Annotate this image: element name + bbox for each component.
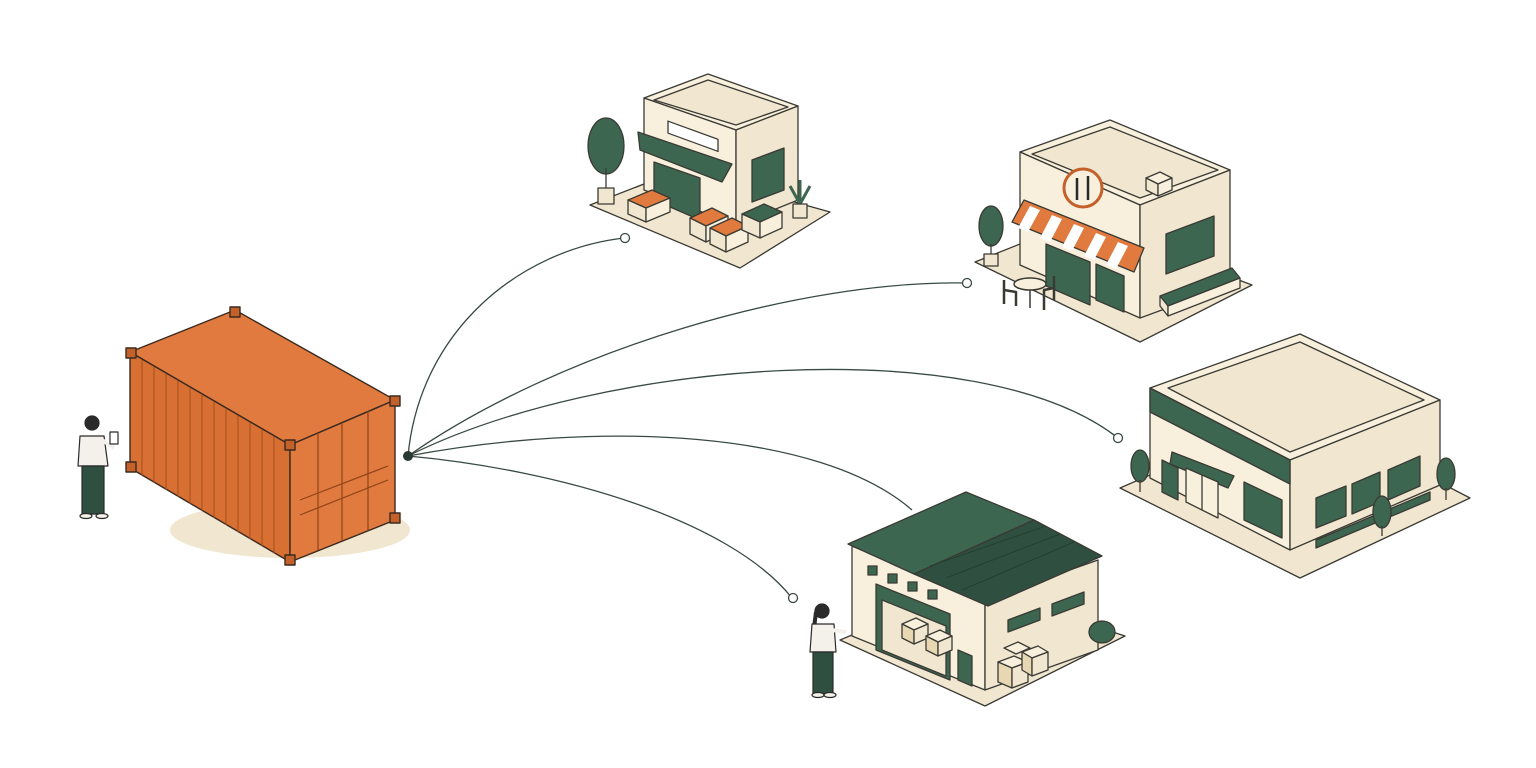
hub-node	[403, 451, 413, 461]
retail-store	[1119, 333, 1471, 579]
connection-lines	[407, 237, 1119, 599]
market-window	[751, 147, 785, 203]
retail-awning	[1169, 451, 1235, 489]
endpoint-retail	[1112, 432, 1124, 444]
worker-head	[84, 415, 100, 431]
retail-tree-right	[1436, 457, 1456, 500]
retail-front-band	[1149, 387, 1291, 485]
retail-window-left	[1161, 459, 1179, 501]
worker-with-tablet	[77, 415, 119, 520]
market-plant	[788, 180, 812, 219]
roof-seams	[929, 525, 1075, 591]
worker2-arm	[831, 628, 847, 634]
restaurant-tree	[978, 205, 1004, 267]
warehouse-vents	[867, 565, 938, 600]
warehouse	[839, 491, 1126, 707]
warehouse-roof-side	[913, 519, 1103, 607]
corner-castings	[125, 306, 401, 566]
worker2-torso	[809, 623, 837, 653]
retail-window-front	[1243, 481, 1283, 539]
stacked-boxes	[997, 641, 1049, 689]
patio-table	[1002, 276, 1056, 310]
endpoint-warehouse	[787, 592, 799, 604]
shipping-container	[125, 306, 410, 566]
produce-market	[587, 73, 831, 269]
endpoint-nodes	[619, 232, 1124, 604]
retail-side-windows	[1315, 455, 1421, 529]
restaurant-side-window	[1165, 215, 1215, 275]
route-to-warehouse	[407, 455, 793, 599]
route-to-restaurant	[407, 282, 967, 457]
restaurant-door	[1045, 243, 1091, 306]
warehouse-bush	[1088, 620, 1116, 644]
retail-tree-left	[1130, 449, 1150, 492]
worker2-head	[814, 603, 830, 619]
endpoint-market	[619, 232, 631, 244]
retail-side-stripe	[1315, 491, 1431, 549]
worker2-legs	[812, 651, 834, 695]
worker-arm	[100, 438, 116, 450]
route-to-retail	[407, 368, 1119, 457]
route-to-market	[407, 237, 625, 457]
restaurant	[974, 119, 1253, 343]
endpoint-restaurant	[961, 277, 973, 289]
restaurant-awning	[1011, 199, 1145, 273]
restaurant-window	[1095, 263, 1125, 313]
door-details	[299, 411, 389, 550]
retail-tree-front	[1372, 495, 1392, 536]
container-ribs	[141, 360, 275, 553]
worker-legs	[81, 465, 105, 515]
market-awning	[637, 131, 733, 183]
market-sign	[667, 120, 719, 153]
warehouse-side-windows	[1007, 591, 1085, 633]
produce-crates	[627, 189, 783, 253]
tablet-icon	[109, 431, 119, 445]
worker-torso	[77, 435, 109, 467]
fork-knife-icon	[1075, 176, 1090, 200]
market-tree	[587, 117, 625, 205]
warehouse-door	[957, 649, 973, 687]
bay-boxes	[901, 617, 953, 657]
restaurant-sign	[1062, 167, 1104, 209]
worker-with-scanner	[809, 603, 847, 699]
route-to-warehouse-door	[407, 435, 913, 511]
